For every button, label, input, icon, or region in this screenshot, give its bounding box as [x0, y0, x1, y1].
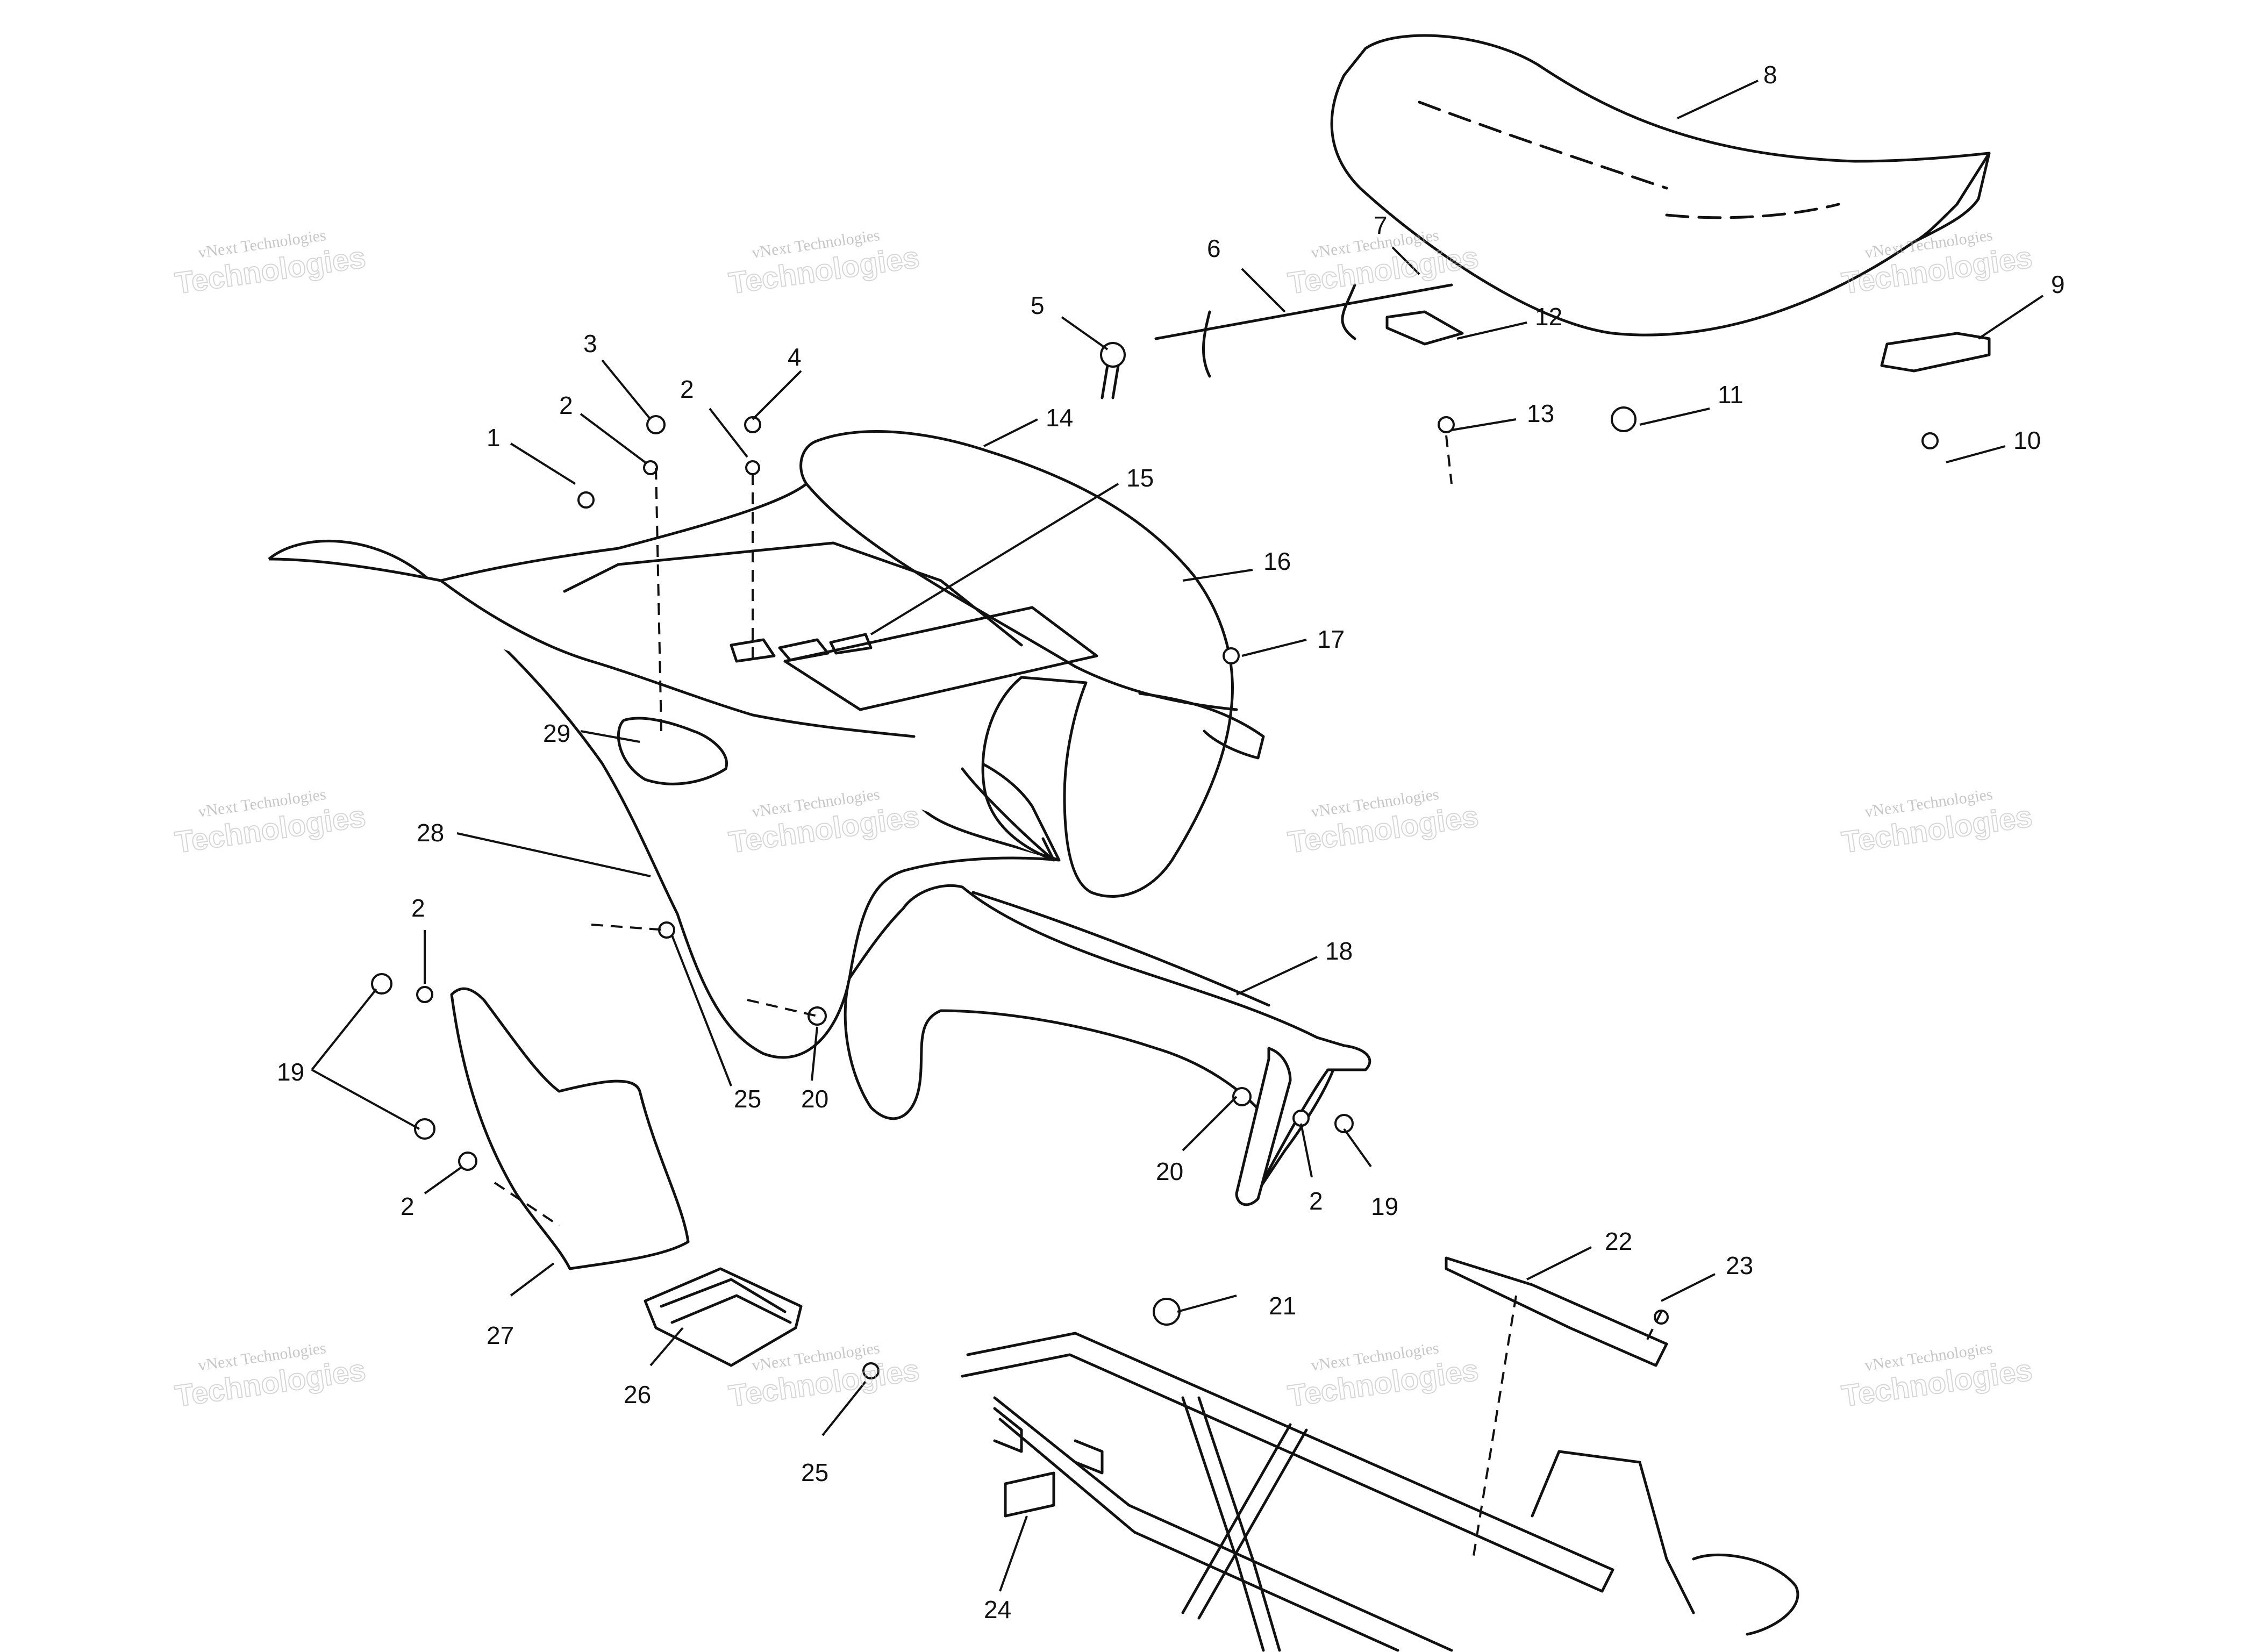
rear-bracket — [1445, 1256, 1668, 1367]
callout-22: 22 — [1605, 1227, 1632, 1255]
watermark: Technologies vNext Technologies — [1285, 785, 1481, 860]
callout-2b: 2 — [680, 375, 694, 403]
callout-labels: 1 2 3 2 4 5 6 7 8 9 10 11 12 13 14 15 16… — [277, 61, 2065, 1624]
callout-2e: 2 — [1309, 1187, 1323, 1215]
callout-14: 14 — [1046, 404, 1073, 432]
callout-15: 15 — [1126, 464, 1154, 492]
callout-6: 6 — [1207, 234, 1221, 262]
callout-4: 4 — [788, 343, 802, 371]
callout-17: 17 — [1317, 625, 1345, 653]
callout-8: 8 — [1763, 61, 1777, 89]
callout-13: 13 — [1527, 399, 1554, 427]
callout-24: 24 — [984, 1596, 1011, 1624]
callout-2: 2 — [559, 391, 573, 419]
reflector — [1004, 1471, 1055, 1518]
tail-bracket — [1235, 1047, 1292, 1206]
fasteners — [371, 415, 1939, 1379]
callout-21: 21 — [1269, 1292, 1296, 1320]
callout-27: 27 — [487, 1321, 514, 1349]
watermark: Technologies vNext Technologies — [173, 785, 368, 860]
watermark: Technologies vNext Technologies — [1839, 1339, 2035, 1413]
vehicle-frame — [961, 1332, 1799, 1652]
callout-19: 19 — [277, 1058, 304, 1086]
bumper-pad — [1611, 406, 1637, 432]
mud-flap — [450, 987, 690, 1270]
callout-25: 25 — [734, 1085, 761, 1113]
callout-20b: 20 — [1156, 1157, 1183, 1185]
callout-2c: 2 — [411, 894, 425, 922]
rear-fender — [268, 430, 1265, 1059]
spring — [1100, 342, 1126, 399]
callout-1: 1 — [487, 424, 501, 452]
callout-11: 11 — [1718, 381, 1743, 409]
callout-18: 18 — [1325, 937, 1353, 965]
callout-23: 23 — [1726, 1251, 1753, 1279]
watermark: Technologies vNext Technologies — [1839, 785, 2035, 860]
seat-bracket — [1880, 332, 1991, 373]
watermark: Technologies vNext Technologies — [173, 1339, 368, 1413]
callout-3: 3 — [583, 330, 597, 357]
side-panel — [844, 884, 1371, 1205]
seat — [1330, 34, 1991, 337]
grommet — [1153, 1298, 1181, 1326]
callout-20: 20 — [801, 1085, 828, 1113]
latch-rod — [1154, 283, 1453, 378]
callout-28: 28 — [417, 819, 444, 847]
callout-5: 5 — [1031, 291, 1045, 319]
callout-12: 12 — [1535, 303, 1562, 331]
callout-2d: 2 — [401, 1192, 415, 1220]
watermark: Technologies vNext Technologies — [173, 226, 368, 301]
callout-16: 16 — [1263, 547, 1291, 575]
callout-10: 10 — [2013, 426, 2041, 454]
watermark: Technologies vNext Technologies — [1285, 1339, 1481, 1413]
latch-plate — [1385, 310, 1464, 346]
callout-26: 26 — [624, 1381, 651, 1408]
leader-lines — [311, 80, 2044, 1592]
watermark: Technologies vNext Technologies — [726, 226, 922, 301]
callout-9: 9 — [2051, 270, 2065, 298]
callout-7: 7 — [1374, 211, 1388, 239]
callout-25b: 25 — [801, 1458, 828, 1486]
assembly-lines — [494, 435, 1662, 1560]
callout-19b: 19 — [1371, 1192, 1398, 1220]
callout-29: 29 — [543, 719, 570, 747]
foot-rail — [644, 1267, 803, 1367]
